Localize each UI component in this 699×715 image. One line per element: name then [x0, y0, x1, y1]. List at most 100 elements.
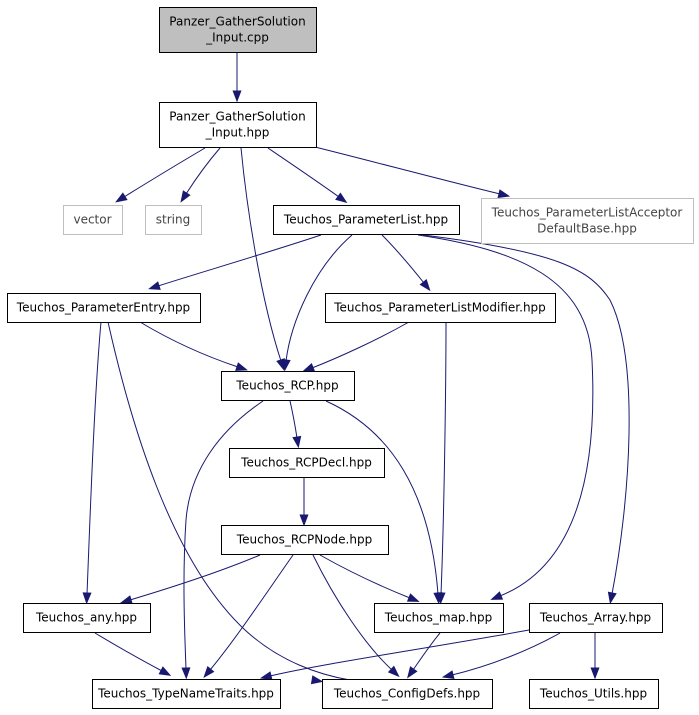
node-box — [325, 293, 556, 323]
node-rcpdecl[interactable]: Teuchos_RCPDecl.hpp — [229, 448, 385, 478]
edge-line — [94, 632, 163, 672]
edge-rcpnode-to-configdefs — [312, 554, 400, 678]
edge-rcpnode-to-map — [319, 554, 420, 602]
edge-hpp-to-string — [180, 147, 221, 203]
edge-rcpnode-to-any — [120, 554, 261, 604]
edge-line — [289, 400, 298, 439]
node-label: Teuchos_ParameterListModifier.hpp — [333, 301, 546, 315]
edge-plist-to-map — [417, 234, 594, 600]
node-rcpnode[interactable]: Teuchos_RCPNode.hpp — [221, 525, 389, 555]
edge-arrowhead — [441, 670, 455, 680]
edge-line — [440, 321, 447, 595]
node-box — [529, 679, 659, 709]
edge-arrowhead — [490, 591, 504, 600]
edge-map-to-configdefs — [407, 632, 441, 679]
edge-pentry-to-rcp — [139, 321, 248, 371]
edge-arrowhead — [335, 192, 348, 204]
node-label: Teuchos_ParameterList.hpp — [283, 213, 448, 227]
node-utils[interactable]: Teuchos_Utils.hpp — [529, 679, 659, 709]
edge-arrowhead — [607, 591, 617, 605]
edge-arrowhead — [158, 666, 172, 676]
edge-line — [86, 321, 102, 595]
edge-arrowhead — [497, 189, 511, 199]
node-typename[interactable]: Teuchos_TypeNameTraits.hpp — [92, 679, 281, 709]
edge-array-to-typename — [259, 629, 530, 681]
edge-line — [412, 632, 441, 671]
node-vector: vector — [63, 205, 123, 235]
node-pentry[interactable]: Teuchos_ParameterEntry.hpp — [7, 293, 201, 323]
node-label: Teuchos_ConfigDefs.hpp — [333, 687, 480, 701]
edge-rcp-to-map — [325, 400, 443, 605]
node-box — [145, 205, 202, 235]
edge-pmodifier-to-map — [436, 321, 447, 605]
node-label: _Input.cpp — [205, 31, 269, 45]
edge-rcp-to-rcpdecl — [289, 400, 302, 449]
edge-arrowhead — [281, 358, 291, 372]
node-label: Teuchos_any.hpp — [35, 611, 137, 625]
node-configdefs[interactable]: Teuchos_ConfigDefs.hpp — [322, 679, 493, 709]
node-box — [481, 198, 694, 244]
node-box — [229, 448, 385, 478]
edge-arrowhead — [235, 362, 248, 371]
edge-plist-to-pentry — [148, 234, 322, 290]
edge-line — [267, 147, 340, 198]
edge-line — [325, 400, 439, 595]
edge-plist-to-pmodifier — [381, 234, 431, 292]
edge-arrowhead — [387, 665, 400, 678]
node-hpp[interactable]: Panzer_GatherSolution _Input.hpp — [159, 102, 317, 148]
node-label: string — [156, 213, 190, 227]
edge-hpp-to-plist — [267, 147, 348, 204]
edge-arrowhead — [407, 666, 418, 679]
node-label: Teuchos_Array.hpp — [539, 611, 651, 625]
node-box — [159, 7, 317, 53]
node-cpp[interactable]: Panzer_GatherSolution _Input.cpp — [159, 7, 317, 53]
node-box — [529, 603, 663, 633]
edge-line — [381, 234, 425, 284]
node-label: Teuchos_ParameterListAcceptor — [491, 206, 683, 220]
edge-arrowhead — [310, 675, 324, 685]
edge-arrowhead — [292, 435, 302, 449]
node-label: Teuchos_RCPDecl.hpp — [240, 456, 372, 470]
node-label: _Input.hpp — [205, 126, 270, 140]
node-any[interactable]: Teuchos_any.hpp — [23, 603, 151, 633]
edge-arrowhead — [120, 595, 133, 604]
edge-arrowhead — [82, 592, 92, 605]
edge-plist-to-rcp — [281, 234, 353, 372]
node-label: Teuchos_RCPNode.hpp — [236, 533, 372, 547]
node-box — [273, 205, 460, 235]
edge-array-to-utils — [590, 633, 600, 680]
node-string: string — [145, 205, 202, 235]
edge-hpp-to-vector — [115, 147, 206, 203]
edge-arrowhead — [148, 281, 161, 290]
edge-line — [314, 146, 501, 195]
edge-line — [417, 234, 594, 597]
node-array[interactable]: Teuchos_Array.hpp — [529, 603, 663, 633]
node-box — [23, 603, 151, 633]
node-map[interactable]: Teuchos_map.hpp — [374, 603, 504, 633]
edge-arrowhead — [590, 667, 600, 680]
edge-rcpdecl-to-rcpnode — [299, 477, 309, 527]
edge-arrowhead — [299, 514, 309, 527]
edge-arrowhead — [181, 667, 191, 680]
edge-arrowhead — [180, 190, 191, 203]
edges-layer — [82, 52, 630, 685]
node-plist[interactable]: Teuchos_ParameterList.hpp — [273, 205, 460, 235]
nodes-layer: Panzer_GatherSolution_Input.cppPanzer_Ga… — [7, 7, 694, 709]
edge-pmodifier-to-rcp — [302, 321, 410, 372]
edge-cpp-to-hpp — [232, 52, 242, 103]
node-pmodifier[interactable]: Teuchos_ParameterListModifier.hpp — [325, 293, 556, 323]
node-label: Panzer_GatherSolution — [169, 110, 305, 124]
node-box — [159, 102, 317, 148]
edge-rcpnode-to-typename — [203, 554, 294, 678]
edge-array-to-configdefs — [441, 632, 561, 680]
node-label: vector — [73, 213, 111, 227]
node-label: Teuchos_TypeNameTraits.hpp — [97, 687, 274, 701]
node-label: Panzer_GatherSolution — [169, 15, 305, 29]
node-label: Teuchos_ParameterEntry.hpp — [16, 301, 190, 315]
edge-arrowhead — [406, 593, 420, 602]
node-rcp[interactable]: Teuchos_RCP.hpp — [221, 371, 355, 401]
edge-line — [319, 554, 411, 599]
edge-line — [422, 234, 630, 595]
node-box — [221, 371, 355, 401]
node-box — [322, 679, 493, 709]
